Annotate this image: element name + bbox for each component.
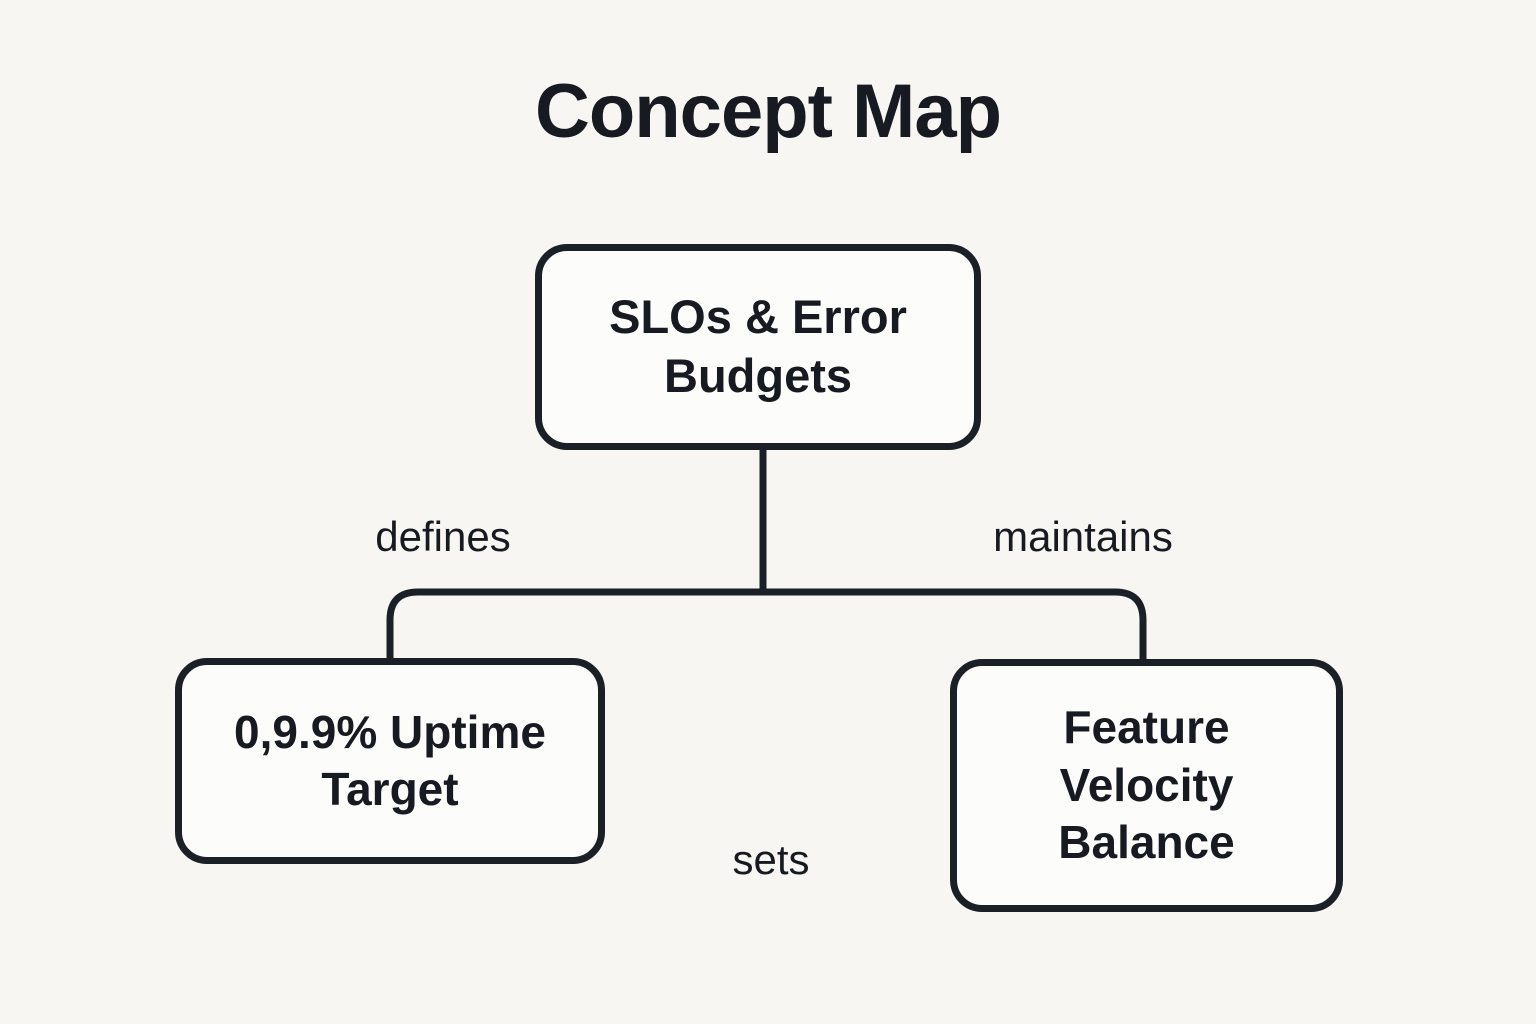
node-label: 0,9.9% Uptime Target (234, 705, 546, 816)
edge-label-defines: defines (375, 513, 511, 560)
edge-label-sets: sets (732, 836, 810, 883)
node-label: SLOs & Error Budgets (609, 290, 907, 402)
node-uptime-target: 0,9.9% Uptime Target (175, 658, 605, 864)
node-label: Feature Velocity Balance (1058, 701, 1235, 869)
node-slos-error-budgets: SLOs & Error Budgets (535, 244, 981, 450)
node-feature-velocity-balance: Feature Velocity Balance (950, 659, 1343, 912)
edge-label-maintains: maintains (993, 513, 1173, 560)
branch-connector-line (386, 588, 1147, 662)
page-title: Concept Map (534, 69, 1002, 154)
